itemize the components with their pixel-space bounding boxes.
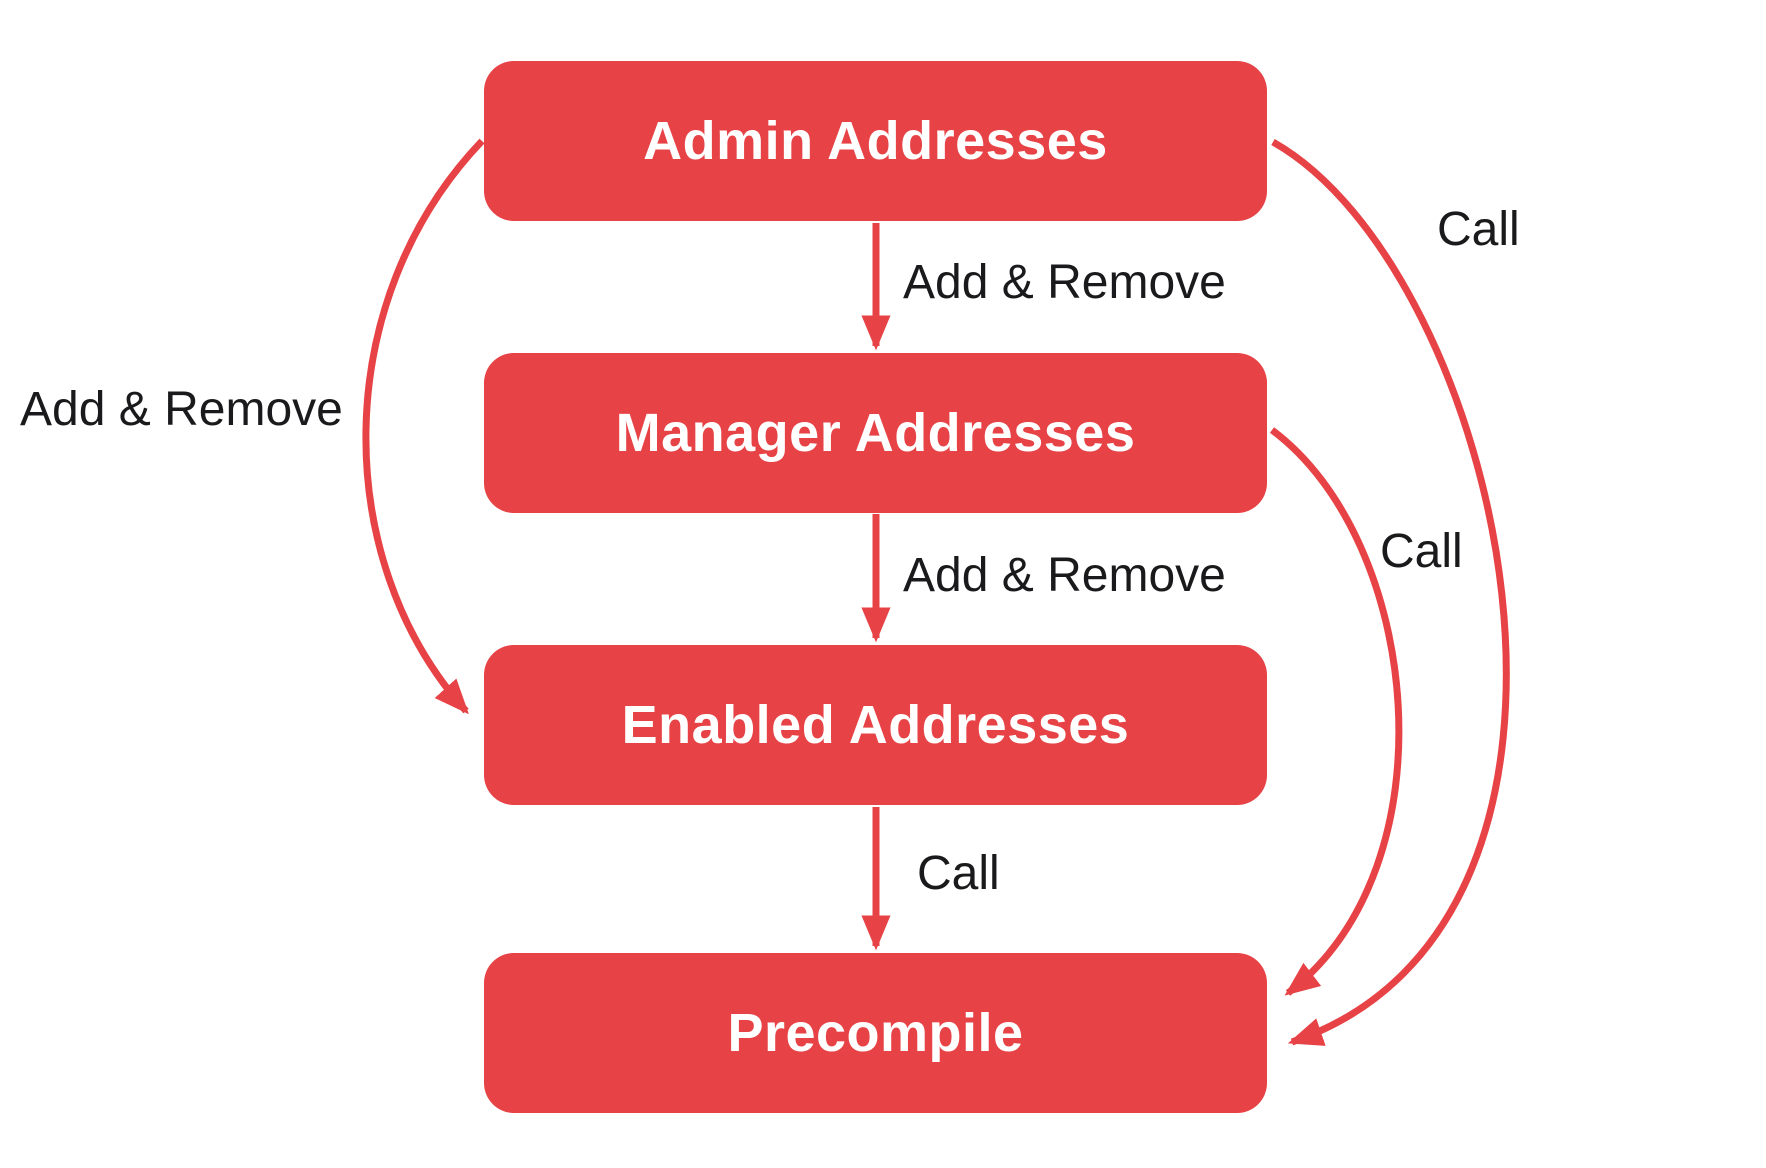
edge-label-admin-to-manager: Add & Remove (903, 256, 1226, 309)
node-enabled-addresses-label: Enabled Addresses (621, 695, 1130, 755)
node-precompile: Precompile (484, 953, 1267, 1113)
edge-label-manager-to-precompile: Call (1380, 525, 1463, 578)
edge-admin-to-precompile (1271, 138, 1510, 1046)
edge-admin-to-enabled (362, 138, 485, 715)
node-enabled-addresses: Enabled Addresses (484, 645, 1267, 805)
node-admin-addresses-label: Admin Addresses (643, 111, 1108, 171)
edge-label-admin-to-enabled: Add & Remove (20, 383, 343, 436)
edge-label-admin-to-precompile: Call (1437, 203, 1520, 256)
edge-label-enabled-to-precompile: Call (917, 847, 1000, 900)
edge-manager-to-precompile (1269, 427, 1403, 996)
node-precompile-label: Precompile (727, 1003, 1024, 1063)
node-manager-addresses-label: Manager Addresses (615, 403, 1136, 463)
edge-label-manager-to-enabled: Add & Remove (903, 549, 1226, 602)
node-admin-addresses: Admin Addresses (484, 61, 1267, 221)
node-manager-addresses: Manager Addresses (484, 353, 1267, 513)
